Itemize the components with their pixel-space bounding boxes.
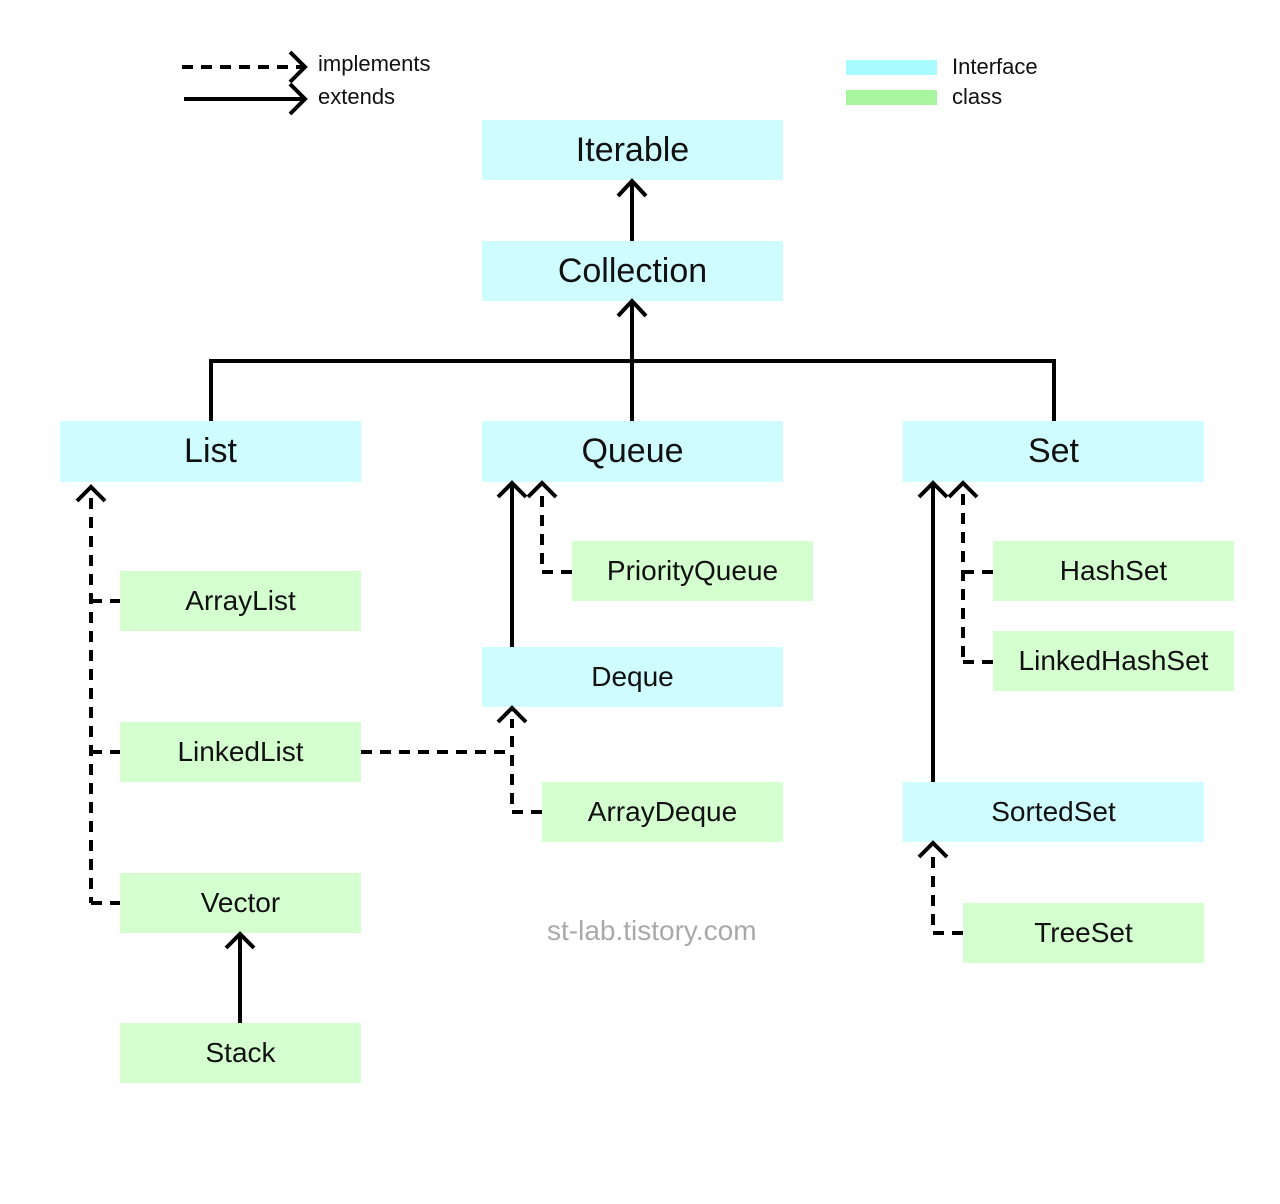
legend-extends-line xyxy=(184,82,308,116)
edge-priorityqueue-implements-queue xyxy=(526,480,572,574)
node-vector: Vector xyxy=(120,873,361,933)
node-sortedset: SortedSet xyxy=(903,782,1204,842)
node-linkedlist: LinkedList xyxy=(120,722,361,782)
legend-class-label: class xyxy=(952,84,1003,109)
legend-class-swatch xyxy=(846,90,937,105)
legend-interface-swatch xyxy=(846,60,937,75)
node-treeset: TreeSet xyxy=(963,903,1204,963)
node-iterable: Iterable xyxy=(482,120,783,180)
edge-children-extend-collection xyxy=(209,298,1056,421)
edge-stack-extends-vector xyxy=(224,931,256,1023)
node-priorityqueue: PriorityQueue xyxy=(572,541,813,601)
node-deque: Deque xyxy=(482,647,783,707)
node-set: Set xyxy=(903,421,1204,482)
edge-deque-implementations xyxy=(361,705,542,814)
legend-interface-label: Interface xyxy=(952,54,1038,79)
node-queue: Queue xyxy=(482,421,783,482)
node-arraydeque: ArrayDeque xyxy=(542,782,783,842)
node-list: List xyxy=(60,421,361,482)
edge-deque-extends-queue xyxy=(496,480,528,647)
edge-collection-extends-iterable xyxy=(616,178,648,241)
edge-treeset-implements-sortedset xyxy=(917,840,963,935)
edge-set-implementations xyxy=(947,480,993,664)
legend-implements-label: implements xyxy=(318,51,431,76)
edge-list-implementations xyxy=(89,498,120,905)
node-arraylist: ArrayList xyxy=(120,571,361,631)
legend-extends-label: extends xyxy=(318,84,396,109)
legend-implements-line xyxy=(182,50,308,84)
node-hashset: HashSet xyxy=(993,541,1234,601)
arrowhead-list xyxy=(75,484,107,503)
node-collection: Collection xyxy=(482,241,783,301)
edge-sortedset-extends-set xyxy=(917,480,949,782)
watermark-text: st-lab.tistory.com xyxy=(547,915,757,946)
node-stack: Stack xyxy=(120,1023,361,1083)
node-linkedhashset: LinkedHashSet xyxy=(993,631,1234,691)
